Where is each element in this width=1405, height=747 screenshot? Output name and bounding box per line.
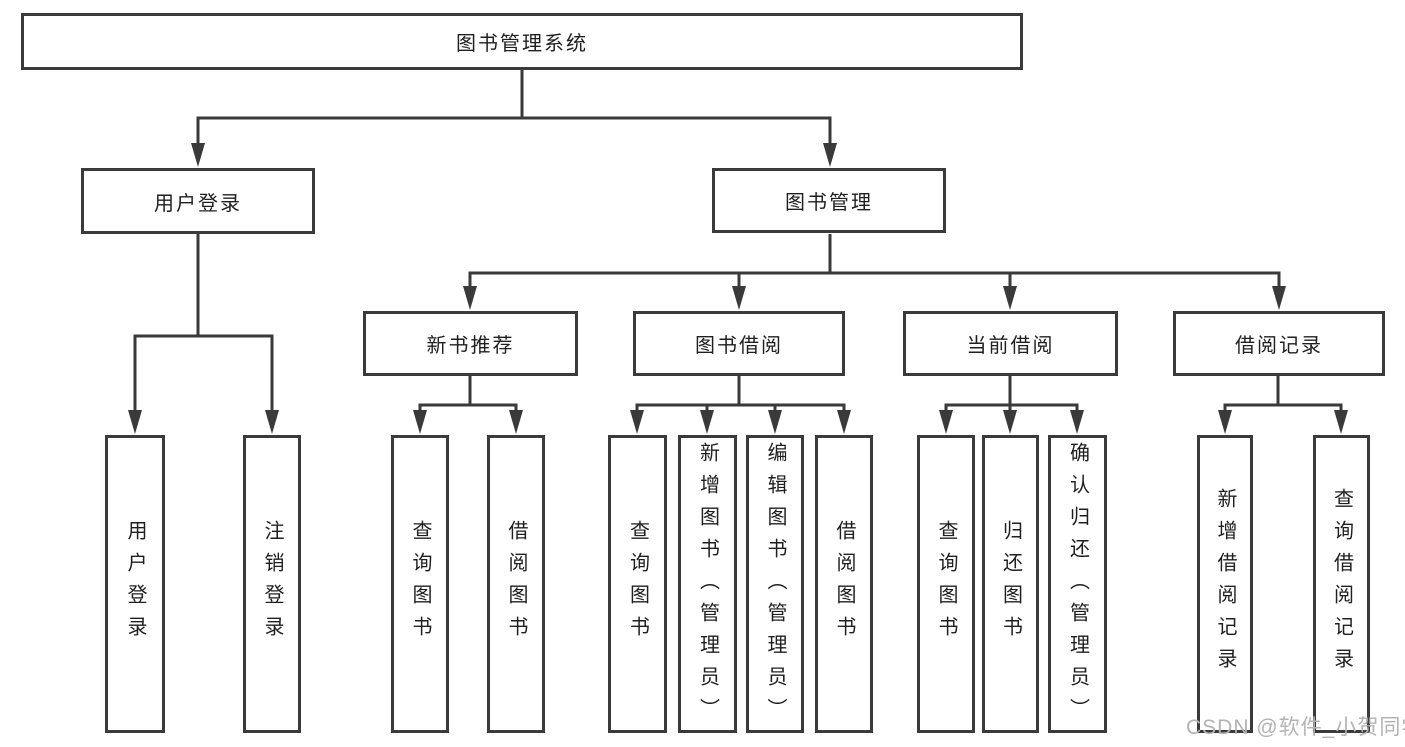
- leaf-borrow-books-2: 借阅图书: [815, 435, 873, 733]
- node-label: 新增借阅记录: [1214, 488, 1236, 680]
- node-label: 查询图书: [626, 520, 649, 648]
- node-label: 查询图书: [935, 520, 957, 648]
- node-user-login: 用户登录: [81, 168, 315, 234]
- node-label: 确认归还（管理员）: [1066, 442, 1089, 730]
- leaf-edit-book-admin: 编辑图书（管理员）: [746, 435, 804, 733]
- node-label: 归还图书: [999, 520, 1022, 648]
- node-book-borrow: 图书借阅: [633, 311, 845, 376]
- node-label: 查询图书: [409, 520, 431, 648]
- leaf-add-borrow-record: 新增借阅记录: [1197, 435, 1253, 733]
- leaf-user-login: 用户登录: [105, 435, 165, 733]
- leaf-return-book: 归还图书: [982, 435, 1039, 733]
- leaf-confirm-return-admin: 确认归还（管理员）: [1048, 435, 1107, 733]
- leaf-query-borrow-record: 查询借阅记录: [1313, 435, 1370, 733]
- node-new-book-rec: 新书推荐: [363, 311, 578, 376]
- node-book-mgmt: 图书管理: [712, 168, 946, 233]
- watermark: CSDN @软件_小贺同学: [1186, 716, 1405, 739]
- node-label: 用户登录: [124, 520, 146, 648]
- node-label: 借阅图书: [505, 520, 527, 648]
- node-borrow-records: 借阅记录: [1173, 311, 1385, 376]
- leaf-query-books-3: 查询图书: [917, 435, 975, 733]
- node-label: 编辑图书（管理员）: [764, 442, 786, 730]
- node-label: 新增图书（管理员）: [696, 442, 719, 730]
- node-current-borrow: 当前借阅: [903, 311, 1118, 376]
- node-label: 借阅图书: [833, 520, 855, 648]
- node-label: 注销登录: [261, 520, 283, 648]
- leaf-add-book-admin: 新增图书（管理员）: [678, 435, 737, 733]
- leaf-query-books-1: 查询图书: [391, 435, 449, 733]
- arrowhead-icons: [128, 143, 1348, 434]
- connector-lines: [133, 70, 1343, 414]
- leaf-query-books-2: 查询图书: [608, 435, 667, 733]
- leaf-borrow-books-1: 借阅图书: [487, 435, 545, 733]
- node-root: 图书管理系统: [21, 13, 1023, 70]
- node-label: 查询借阅记录: [1330, 488, 1353, 680]
- leaf-logout: 注销登录: [243, 435, 301, 733]
